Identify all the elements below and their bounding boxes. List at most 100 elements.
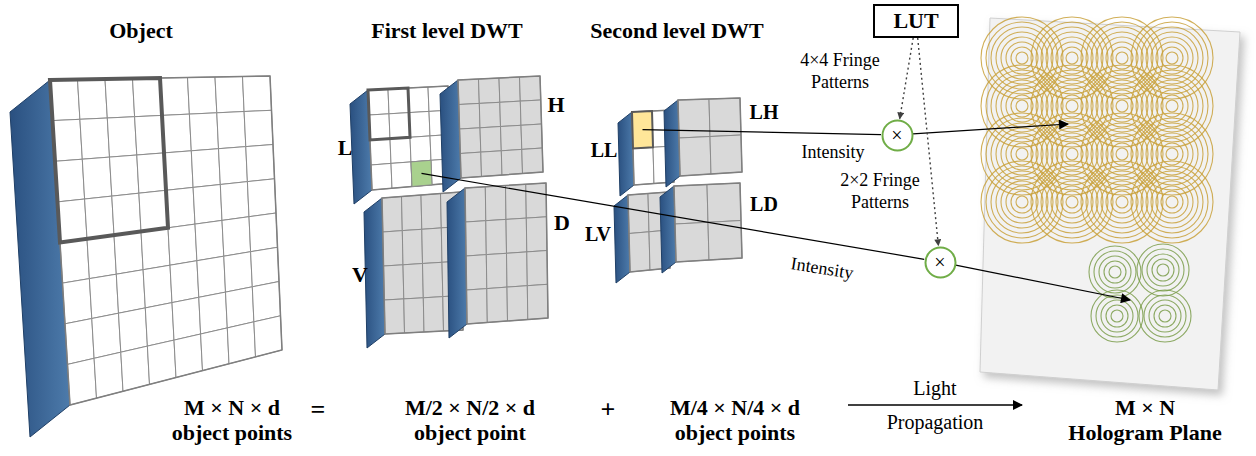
hologram-label: M × N Hologram Plane — [1067, 395, 1224, 446]
fringe-ring — [1006, 186, 1038, 218]
fringe-ring — [1157, 264, 1169, 276]
hologram-plane — [980, 18, 1240, 390]
fringe-label: 2×2 Fringe Patterns — [832, 170, 928, 213]
fringe-ring — [1066, 196, 1078, 208]
grid-cell — [215, 77, 244, 113]
fringe-ring — [1131, 65, 1213, 147]
multiply-circle — [882, 120, 912, 150]
fringe-ring — [1011, 191, 1033, 213]
block-outline — [368, 88, 410, 140]
second-level-ld-band — [660, 183, 742, 273]
grid-cell — [465, 187, 486, 222]
slab-side — [447, 188, 467, 338]
grid-cell — [188, 77, 217, 114]
grid-cell — [507, 252, 528, 287]
grid-cell — [199, 292, 228, 334]
grid-cell — [94, 352, 123, 398]
fringe-ring — [986, 166, 1058, 238]
subband-label: D — [547, 210, 577, 236]
grid-cell — [679, 137, 711, 177]
node-text: × — [934, 252, 945, 272]
grid-cell — [403, 264, 423, 299]
grid-cell — [114, 231, 143, 274]
fringe-ring — [1166, 100, 1178, 112]
grid-cell — [633, 147, 654, 185]
fringe-ring — [1131, 113, 1213, 195]
fringe-ring — [996, 32, 1048, 84]
block-outline — [50, 78, 168, 243]
subband-label: V — [345, 262, 375, 288]
grid-cell — [404, 298, 424, 333]
fringe-label: 4×4 Fringe Patterns — [792, 50, 888, 93]
fringe-ring — [1086, 70, 1158, 142]
fringe-ring — [1094, 251, 1136, 293]
fringe-ring — [1146, 32, 1198, 84]
grid-cell — [707, 183, 741, 222]
grid-cell — [172, 297, 201, 340]
fringe-ring — [1142, 249, 1184, 291]
grid-cell — [224, 252, 253, 292]
grid-cell — [121, 346, 150, 391]
fringe-ring — [1096, 32, 1148, 84]
fringe-ring — [1116, 148, 1128, 160]
grid-cell — [135, 115, 164, 155]
grid-cell — [145, 303, 174, 347]
grid-cell — [143, 265, 172, 308]
fringe-ring — [1166, 196, 1178, 208]
grid-cell — [486, 219, 507, 254]
grid-cell — [141, 228, 170, 270]
grid-cell — [371, 163, 392, 190]
fringe-ring — [1046, 32, 1098, 84]
node-text: × — [891, 125, 902, 145]
multiply-node: × — [924, 246, 957, 279]
subband-label: H — [541, 92, 571, 118]
fringe-ring — [1046, 128, 1098, 180]
fringe-ring — [1096, 80, 1148, 132]
grid-cell — [408, 87, 429, 113]
grid-cell — [133, 78, 163, 117]
fringe-ring — [1144, 295, 1186, 337]
first-level-h-band — [440, 76, 543, 192]
fringe-ring — [1036, 166, 1108, 238]
grid-cell — [50, 80, 80, 121]
fringe-ring — [986, 22, 1058, 94]
grid-cell — [78, 79, 108, 119]
grid-cell — [485, 186, 506, 221]
grid-cell — [521, 124, 542, 149]
grid-cell — [195, 220, 224, 260]
grid-cell — [527, 251, 548, 286]
panel-title: First level DWT — [337, 18, 557, 44]
fringe-ring — [1096, 295, 1138, 337]
grid-cell — [481, 151, 502, 177]
fringe-ring — [1099, 256, 1131, 288]
fringe-ring — [1149, 300, 1181, 332]
propagation-arrow — [956, 265, 1130, 300]
fringe-ring — [1006, 138, 1038, 170]
grid-cell — [222, 217, 251, 257]
grid-cell — [168, 224, 197, 265]
grid-cell — [197, 256, 226, 297]
node-text: LUT — [893, 8, 938, 34]
grid-cell — [410, 136, 431, 162]
fringe-ring — [1096, 128, 1148, 180]
fringe-ring — [1101, 181, 1143, 223]
fringe-ring — [1131, 161, 1213, 243]
grid-cell — [480, 127, 501, 153]
grid-cell — [139, 190, 168, 231]
fringe-ring — [1066, 148, 1078, 160]
grid-cell — [391, 162, 412, 188]
fringe-ring — [1106, 305, 1128, 327]
fringe-ring — [1061, 191, 1083, 213]
grid-cell — [87, 235, 116, 279]
grid-cell — [402, 229, 422, 264]
grid-cell — [252, 282, 280, 322]
grid-cell — [487, 287, 508, 322]
grid-cell — [520, 76, 541, 101]
fringe-ring — [1136, 70, 1208, 142]
grid-cell — [226, 287, 254, 328]
grid-cell — [500, 101, 521, 126]
grid-cell — [80, 118, 110, 159]
fringe-ring — [1141, 171, 1203, 233]
grid-cell — [112, 193, 141, 235]
